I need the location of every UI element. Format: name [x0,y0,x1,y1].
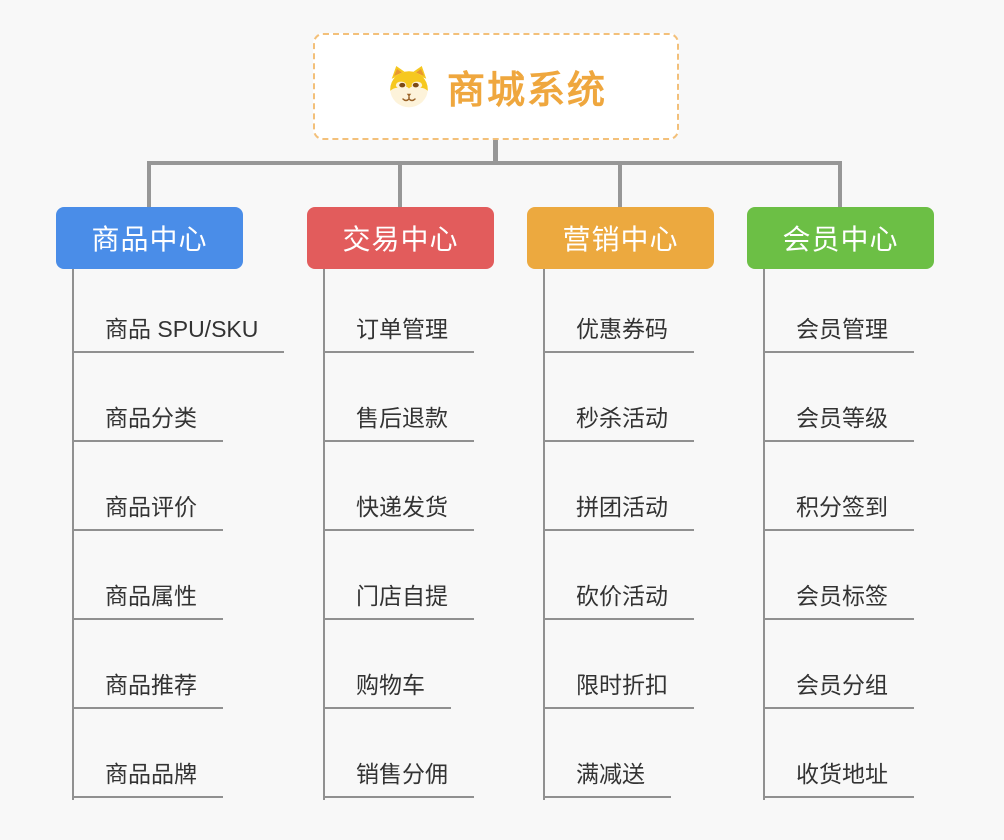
leaf-item[interactable]: 快递发货 [323,491,474,531]
leaf-item[interactable]: 会员等级 [763,402,914,442]
leaf-item[interactable]: 商品分类 [72,402,223,442]
branch-node-trade[interactable]: 交易中心 [307,207,494,269]
leaf-item[interactable]: 秒杀活动 [543,402,694,442]
leaf-item[interactable]: 商品 SPU/SKU [72,313,285,353]
leaf-item[interactable]: 优惠券码 [543,313,694,353]
branch-node-products[interactable]: 商品中心 [56,207,243,269]
branch-spine [72,269,74,800]
leaf-item[interactable]: 满减送 [543,758,671,798]
branch-spine [763,269,765,800]
leaf-item[interactable]: 商品推荐 [72,669,223,709]
leaf-item[interactable]: 门店自提 [323,580,474,620]
connector-drop-icon [838,161,842,207]
leaf-item[interactable]: 商品评价 [72,491,223,531]
connector-horizontal [148,161,841,165]
leaf-item[interactable]: 会员标签 [763,580,914,620]
leaf-item[interactable]: 砍价活动 [543,580,694,620]
shiba-dog-icon [385,65,433,109]
connector-drop-icon [398,161,402,207]
root-node[interactable]: 商城系统 [313,33,679,140]
leaf-item[interactable]: 拼团活动 [543,491,694,531]
leaf-item[interactable]: 积分签到 [763,491,914,531]
leaf-item[interactable]: 限时折扣 [543,669,694,709]
leaf-item[interactable]: 会员管理 [763,313,914,353]
branch-spine [323,269,325,800]
root-title: 商城系统 [446,70,607,112]
connector-drop-icon [147,161,151,207]
leaf-item[interactable]: 商品属性 [72,580,223,620]
leaf-item[interactable]: 会员分组 [763,669,914,709]
leaf-item[interactable]: 销售分佣 [323,758,474,798]
connector-root-stub [493,140,498,165]
branch-node-marketing[interactable]: 营销中心 [527,207,714,269]
leaf-item[interactable]: 订单管理 [323,313,474,353]
leaf-item[interactable]: 购物车 [323,669,451,709]
leaf-item[interactable]: 收货地址 [763,758,914,798]
leaf-item[interactable]: 商品品牌 [72,758,223,798]
branch-spine [543,269,545,800]
connector-drop-icon [618,161,622,207]
leaf-item[interactable]: 售后退款 [323,402,474,442]
branch-node-member[interactable]: 会员中心 [747,207,934,269]
